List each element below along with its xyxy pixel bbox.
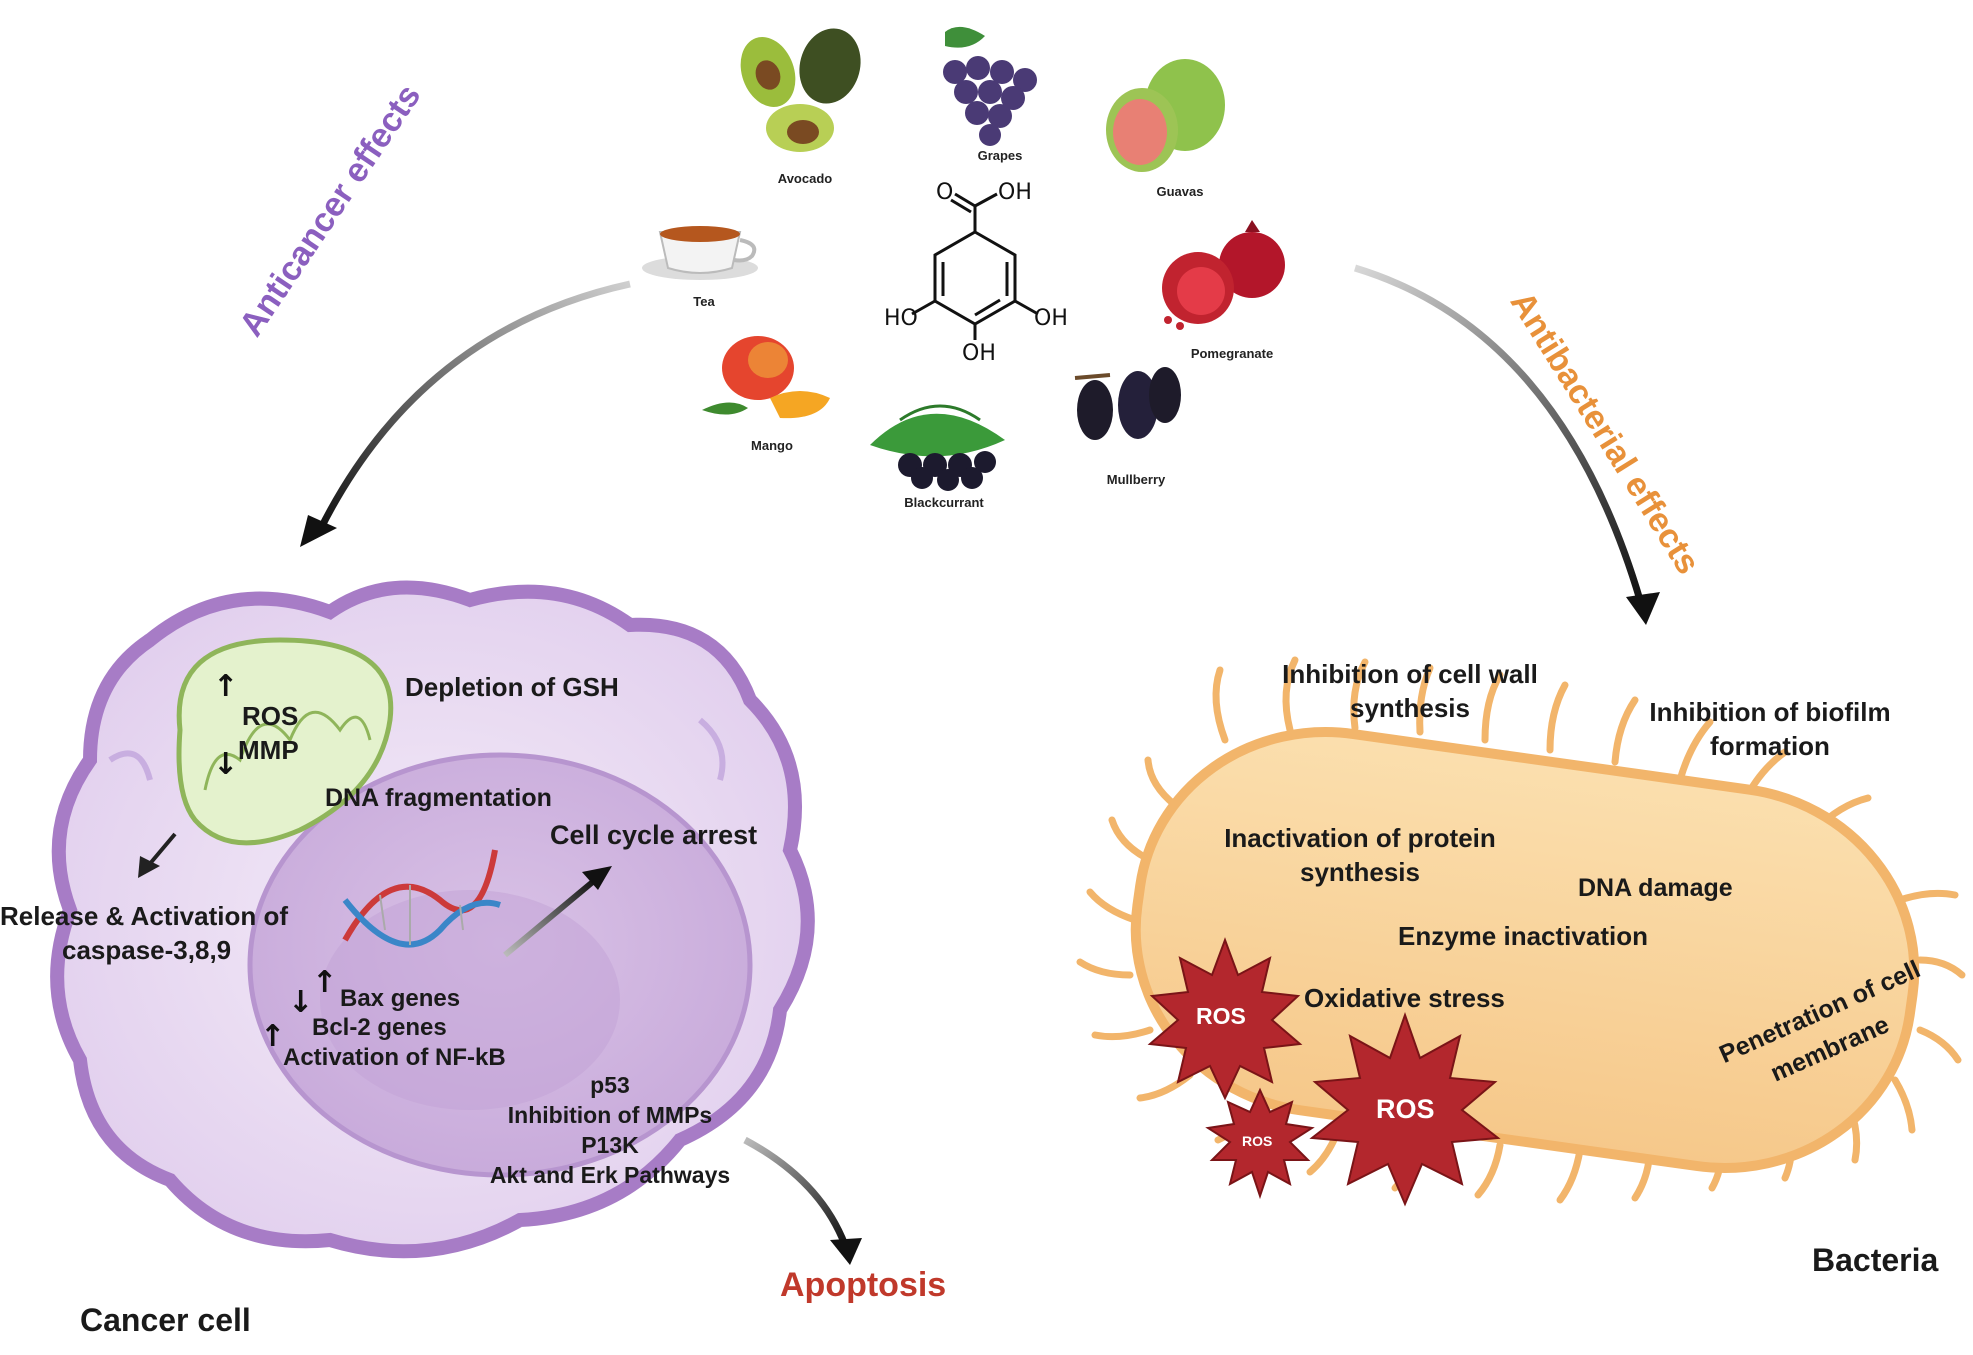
anticancer-arrow xyxy=(300,280,631,547)
biofilm-inhibition-line1: Inhibition of biofilm xyxy=(1649,697,1891,727)
ros-label-large: ROS xyxy=(1376,1094,1435,1124)
p53-label: p53 xyxy=(590,1072,630,1098)
ros-label: ROS xyxy=(242,701,299,731)
fruit-label-guavas: Guavas xyxy=(1156,184,1204,199)
akt-erk-label: Akt and Erk Pathways xyxy=(489,1162,731,1188)
antibacterial-arrow xyxy=(1353,264,1660,625)
mmp-down-arrow: ↓ xyxy=(213,747,239,782)
fruit-label-pomegranate: Pomegranate xyxy=(1190,346,1274,361)
protein-inactivation-line2: synthesis xyxy=(1300,857,1420,887)
tea-cup-icon xyxy=(642,226,758,280)
pomegranate-icon xyxy=(1162,220,1285,330)
avocado-icon xyxy=(740,28,861,152)
ros-starburst-large xyxy=(1309,1011,1501,1207)
bacteria-label: Bacteria xyxy=(1812,1242,1939,1278)
grapes-icon xyxy=(943,26,1037,146)
gallic-acid-structure xyxy=(911,192,1039,340)
apoptosis-label: Apoptosis xyxy=(780,1266,947,1304)
ros-label-medium: ROS xyxy=(1196,1003,1246,1029)
bax-up-arrow: ↑ xyxy=(312,965,338,1000)
dna-damage-label: DNA damage xyxy=(1578,874,1733,902)
cell-cycle-arrest-label: Cell cycle arrest xyxy=(550,820,758,850)
ros-label-small: ROS xyxy=(1242,1133,1273,1149)
dna-fragmentation-label: DNA fragmentation xyxy=(325,784,552,812)
carbonyl-oxygen: O xyxy=(936,180,953,205)
mitochondrion xyxy=(176,637,394,846)
cell-wall-inhibition-line1: Inhibition of cell wall xyxy=(1282,659,1538,689)
gsh-depletion-label: Depletion of GSH xyxy=(405,672,619,702)
blackcurrant-icon xyxy=(870,404,1005,491)
biofilm-inhibition-line2: formation xyxy=(1710,731,1830,761)
hydroxyl-left: HO xyxy=(884,306,918,331)
ros-up-arrow: ↑ xyxy=(213,669,239,704)
oxidative-stress-label: Oxidative stress xyxy=(1304,983,1505,1013)
caspase-label-line1: Release & Activation of xyxy=(0,901,289,931)
apoptosis-arrow xyxy=(743,1136,862,1265)
cell-wall-inhibition-line2: synthesis xyxy=(1350,693,1470,723)
bcl2-genes-label: Bcl-2 genes xyxy=(312,1014,447,1041)
nfkb-activation-label: Activation of NF-kB xyxy=(283,1044,506,1071)
ros-starburst-medium xyxy=(1147,937,1303,1101)
hydroxyl-right: OH xyxy=(1034,306,1068,331)
ros-starburst-small xyxy=(1205,1087,1315,1200)
nfkb-up-arrow: ↑ xyxy=(260,1019,286,1054)
p13k-label: P13K xyxy=(581,1132,639,1158)
mitochondria-to-caspase-arrow xyxy=(138,832,177,878)
protein-inactivation-line1: Inactivation of protein xyxy=(1224,823,1496,853)
cancer-cell xyxy=(50,580,815,1259)
bax-genes-label: Bax genes xyxy=(340,985,461,1012)
enzyme-inactivation-label: Enzyme inactivation xyxy=(1398,921,1648,951)
guava-icon xyxy=(1106,59,1225,172)
mango-icon xyxy=(702,336,830,419)
fruit-label-mango: Mango xyxy=(751,438,793,453)
bcl2-down-arrow: ↓ xyxy=(288,985,314,1020)
mmps-inhibition-label: Inhibition of MMPs xyxy=(507,1102,713,1128)
mulberry-icon xyxy=(1074,367,1181,440)
caspase-label-line2: caspase-3,8,9 xyxy=(62,935,232,965)
fruit-label-blackcurrant: Blackcurrant xyxy=(904,495,984,510)
mmp-label: MMP xyxy=(238,735,299,765)
fruit-label-mulberry: Mullberry xyxy=(1106,472,1166,487)
fruit-label-tea: Tea xyxy=(693,294,715,309)
cancer-cell-label: Cancer cell xyxy=(80,1302,251,1338)
fruit-label-avocado: Avocado xyxy=(777,171,833,186)
dna-icon xyxy=(342,849,501,948)
fruit-label-grapes: Grapes xyxy=(977,148,1023,163)
hydroxyl-bottom: OH xyxy=(962,341,996,366)
hydroxyl-top: OH xyxy=(998,180,1032,205)
cell-cycle-arrow xyxy=(503,866,612,958)
